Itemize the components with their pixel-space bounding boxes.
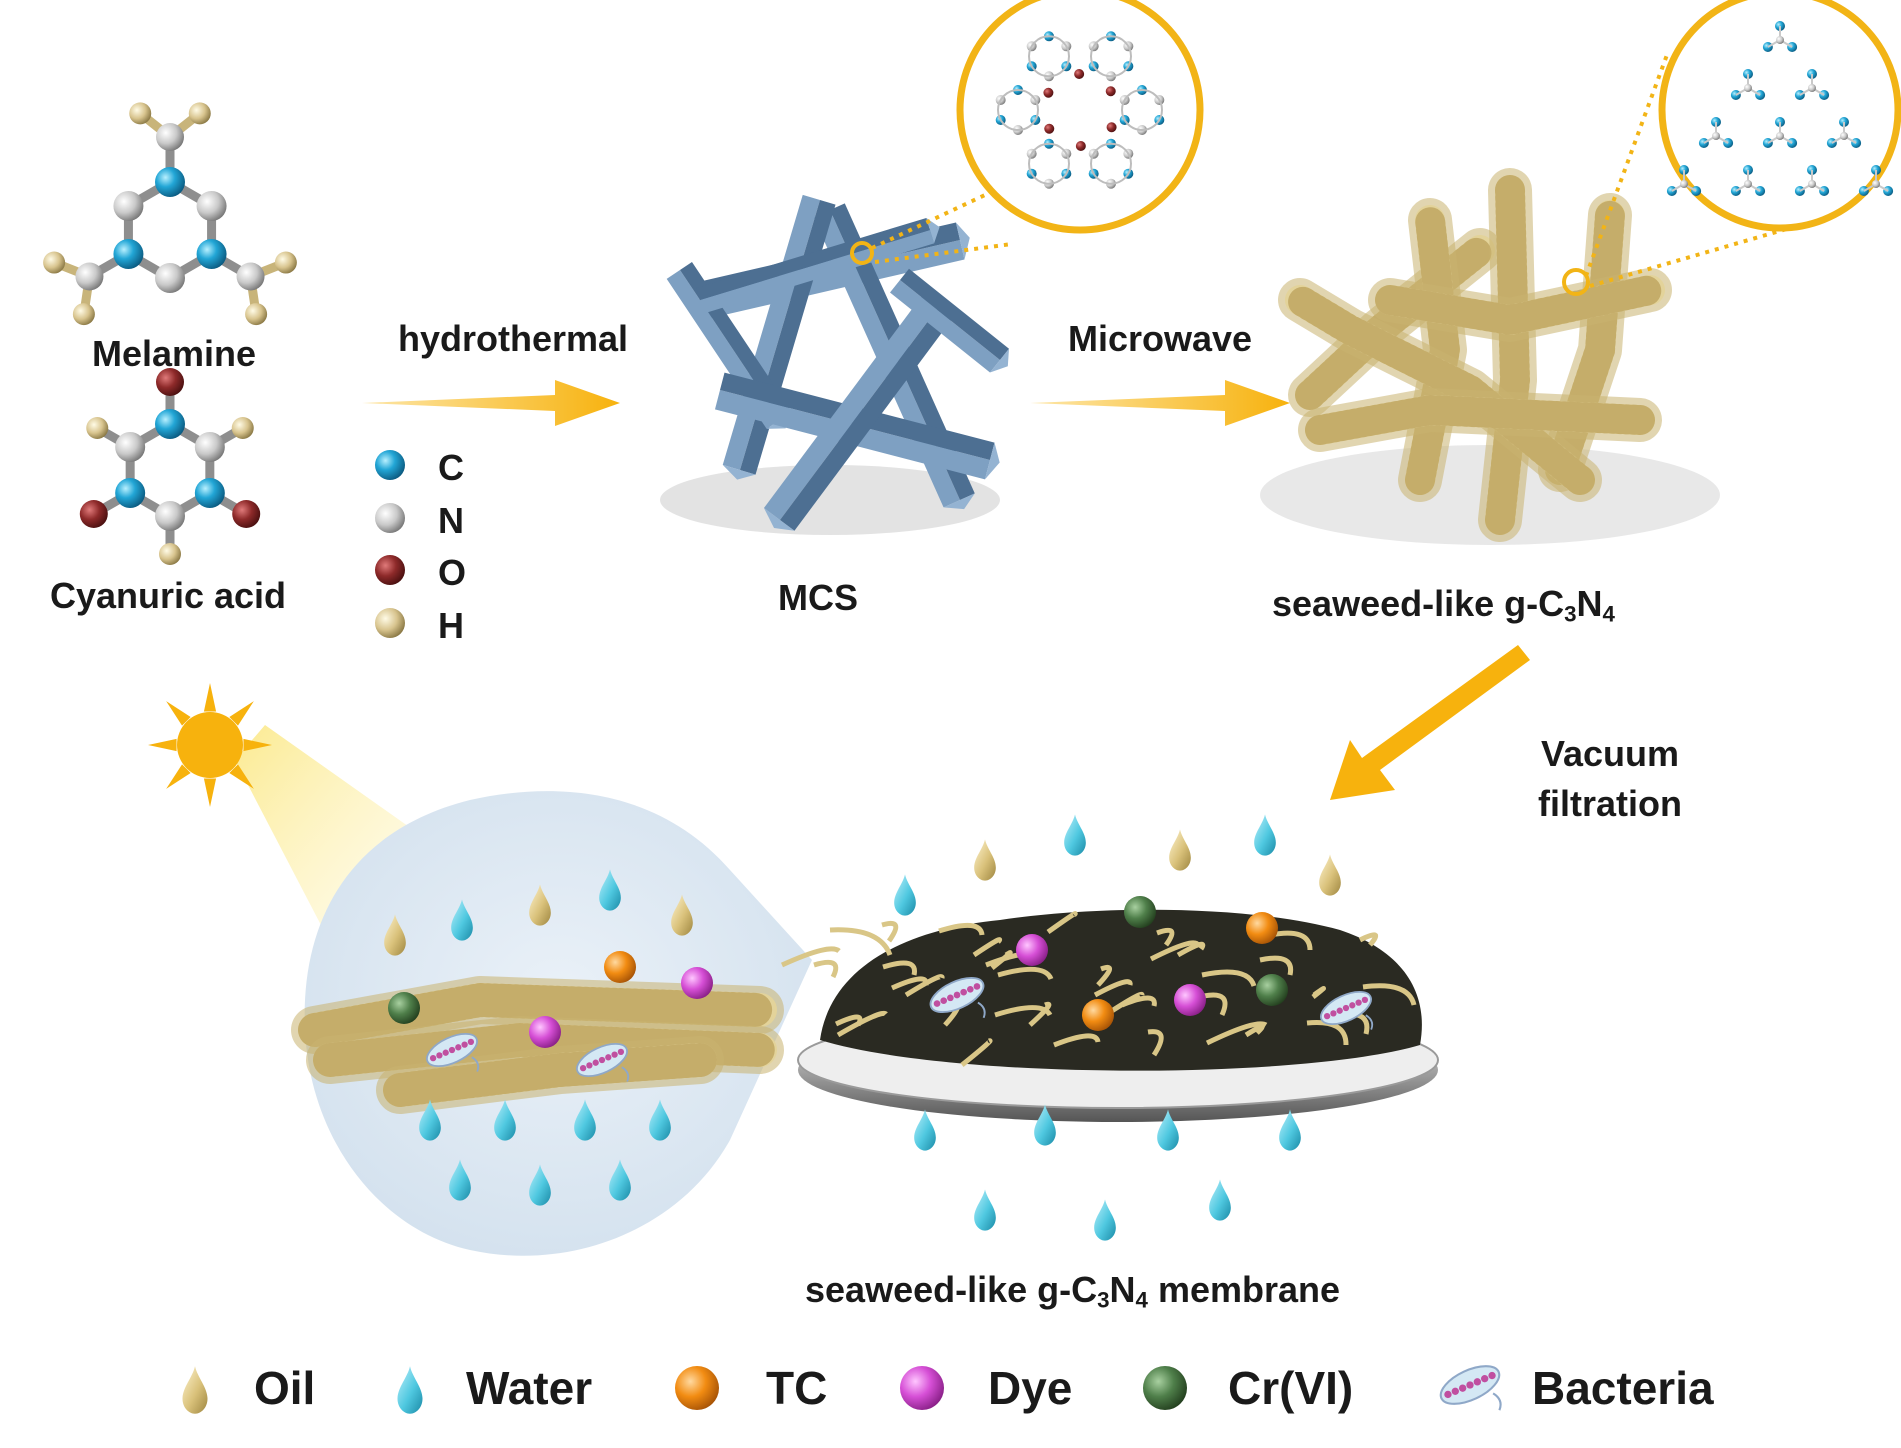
dye-sphere-icon (900, 1366, 944, 1410)
vacuum-arrow-icon (1330, 645, 1530, 800)
membrane-disk-icon (780, 896, 1439, 1122)
dye-sphere-icon (681, 967, 713, 999)
tc-sphere-icon (675, 1366, 719, 1410)
tc-sphere-icon (1246, 912, 1278, 944)
melamine-label: Melamine (91, 333, 257, 374)
atom-h-label: H (438, 605, 464, 646)
dye-sphere-icon (1174, 984, 1206, 1016)
sun-icon (148, 683, 272, 807)
oil-drop-icon (1169, 829, 1191, 871)
water-drop-icon (974, 1189, 996, 1231)
membrane-prefix: seaweed-like g-C (805, 1269, 1098, 1310)
c-atom-icon (375, 450, 405, 480)
cr-sphere-icon (1124, 896, 1156, 928)
cr-sphere-icon (1143, 1366, 1187, 1410)
vacuum-label: Vacuum (1540, 733, 1680, 774)
mcs-rods-icon (660, 194, 1009, 535)
legend-oil-label: Oil (254, 1362, 316, 1414)
water-drop-icon (1279, 1109, 1301, 1151)
legend-bacteria-label: Bacteria (1532, 1362, 1714, 1414)
seaweed-sub1: 3 (1564, 601, 1577, 627)
h-atom-icon (375, 608, 405, 638)
gcn-zoom-callout (1562, 0, 1901, 296)
cr-sphere-icon (388, 992, 420, 1024)
microwave-label: Microwave (1067, 318, 1253, 359)
legend-tc-label: TC (766, 1362, 828, 1414)
legend-dye-label: Dye (988, 1362, 1073, 1414)
microwave-arrow-icon (1030, 380, 1290, 426)
legend-water-label: Water (466, 1362, 593, 1414)
oil-drop-icon (1319, 854, 1341, 896)
melamine-cyanurate-lattice-icon (995, 31, 1165, 189)
seaweed-mid: N (1576, 583, 1603, 624)
atom-n-label: N (438, 500, 464, 541)
filtration-label: filtration (1538, 783, 1682, 824)
legend-cr-label: Cr(VI) (1228, 1362, 1354, 1414)
bacteria-icon (1439, 1365, 1502, 1411)
o-atom-icon (375, 555, 405, 585)
water-drop-icon (1254, 814, 1276, 856)
bacteria-icon (576, 1042, 630, 1082)
cyanuric-acid-label: Cyanuric acid (49, 575, 287, 616)
membrane-suffix: membrane (1147, 1269, 1341, 1310)
dye-sphere-icon (1016, 934, 1048, 966)
atom-o-label: O (438, 552, 467, 593)
mcs-label: MCS (778, 577, 858, 618)
seaweed-prefix: seaweed-like g-C (1272, 583, 1565, 624)
water-drop-icon (914, 1109, 936, 1151)
water-drop-icon (1094, 1199, 1116, 1241)
melamine-molecule-icon (43, 102, 297, 326)
heptazine-lattice-icon (1666, 21, 1894, 196)
hydrothermal-label: hydrothermal (397, 318, 629, 359)
cr-sphere-icon (1256, 974, 1288, 1006)
cyanuric-acid-molecule-icon (79, 368, 261, 565)
seaweed-gcn-label: seaweed-like g-C3N4 (1272, 583, 1615, 626)
atom-legend (375, 450, 405, 638)
bacteria-icon (1439, 1365, 1502, 1411)
membrane-contaminants (929, 896, 1374, 1031)
tc-sphere-icon (1082, 999, 1114, 1031)
membrane-zoom-bubble (291, 791, 812, 1256)
membrane-sub1: 3 (1097, 1287, 1110, 1313)
seaweed-gcn-icon (1260, 168, 1720, 545)
bacteria-icon (1320, 990, 1374, 1030)
membrane-mid: N (1109, 1269, 1136, 1310)
oil-drop-icon (182, 1366, 208, 1414)
n-atom-icon (375, 503, 405, 533)
atom-c-label: C (438, 447, 464, 488)
water-drop-icon (397, 1366, 423, 1414)
bacteria-icon (929, 977, 986, 1019)
bacteria-icon (426, 1032, 480, 1072)
dye-sphere-icon (529, 1016, 561, 1048)
water-drop-icon (1064, 814, 1086, 856)
seaweed-layer-icon (291, 976, 784, 1114)
water-drop-icon (894, 874, 916, 916)
membrane-label: seaweed-like g-C3N4 membrane (805, 1269, 1341, 1312)
bubble-contaminants (384, 869, 713, 1206)
membrane-sub2: 4 (1135, 1287, 1148, 1313)
tc-sphere-icon (604, 951, 636, 983)
hydrothermal-arrow-icon (362, 380, 620, 426)
bottom-legend-icons (182, 1365, 1502, 1414)
mcs-zoom-callout (850, 0, 1204, 265)
oil-drop-icon (974, 839, 996, 881)
seaweed-sub2: 4 (1602, 601, 1615, 627)
water-drop-icon (1209, 1179, 1231, 1221)
